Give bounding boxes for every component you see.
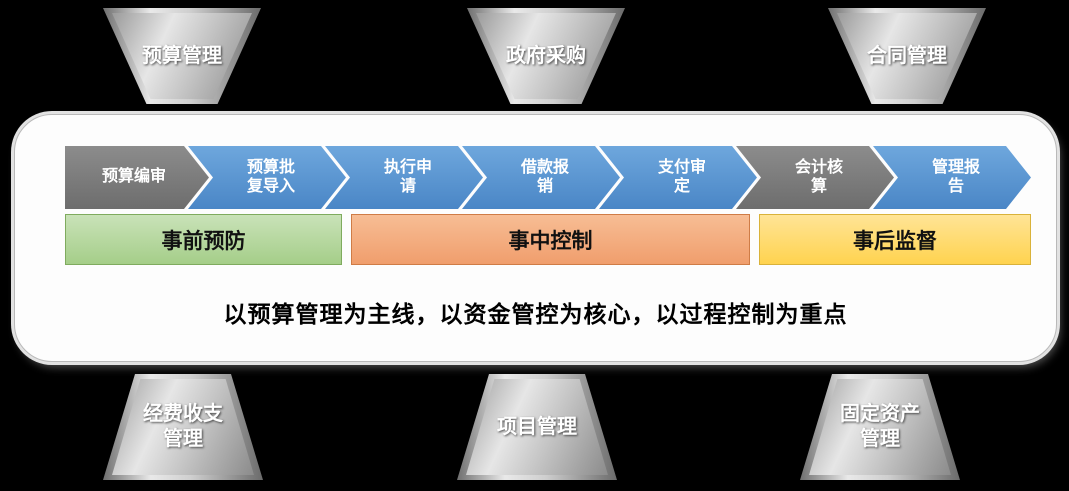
step-budget-compilation-review: 预算编审	[65, 146, 209, 209]
step-payment-approval: 支付审 定	[599, 146, 757, 209]
control-phases-row: 事前预防 事中控制 事后监督	[65, 214, 1031, 265]
phase-pre-prevention: 事前预防	[65, 214, 342, 265]
module-fixed-asset-management: 固定资产 管理	[800, 374, 960, 480]
slogan-text: 以预算管理为主线，以资金管控为核心，以过程控制为重点	[223, 301, 848, 327]
module-contract-management: 合同管理	[828, 8, 986, 104]
module-funds-income-expense-management: 经费收支 管理	[103, 374, 263, 480]
module-government-procurement: 政府采购	[467, 8, 625, 104]
module-label: 项目管理	[497, 415, 577, 438]
phase-post-supervision: 事后监督	[759, 214, 1031, 265]
trapezoid-inner-shape	[809, 379, 951, 475]
step-loan-reimbursement: 借款报 销	[462, 146, 620, 209]
module-label: 合同管理	[867, 44, 947, 67]
module-label: 政府采购	[506, 44, 586, 67]
module-project-management: 项目管理	[457, 374, 617, 480]
module-label: 经费收支 管理	[143, 403, 223, 450]
phase-in-process-control: 事中控制	[351, 214, 750, 265]
step-execution-application: 执行申 请	[325, 146, 483, 209]
module-budget-management: 预算管理	[103, 8, 261, 104]
process-panel: 预算编审 预算批 复导入 执行申 请 借款报 销 支付审 定 会计核 算 管理报…	[14, 114, 1057, 362]
step-accounting: 会计核 算	[736, 146, 894, 209]
process-steps-row: 预算编审 预算批 复导入 执行申 请 借款报 销 支付审 定 会计核 算 管理报…	[65, 146, 1031, 209]
trapezoid-inner-shape	[112, 379, 254, 475]
step-management-report: 管理报 告	[873, 146, 1031, 209]
step-budget-approval-import: 预算批 复导入	[188, 146, 346, 209]
module-label: 固定资产 管理	[840, 403, 920, 450]
module-label: 预算管理	[142, 44, 222, 67]
